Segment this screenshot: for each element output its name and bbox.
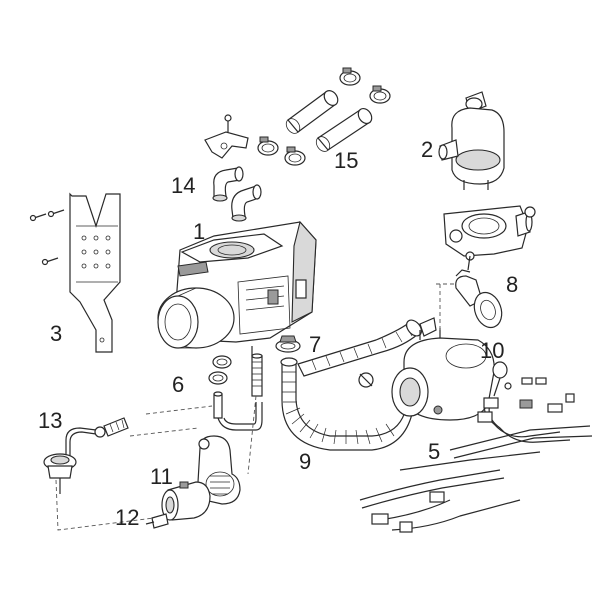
fuel-standpipe bbox=[43, 417, 129, 494]
flexible-exhaust-hose bbox=[280, 317, 437, 451]
coolant-pipe-assembly bbox=[208, 346, 263, 431]
callout-1: 1 bbox=[193, 219, 206, 244]
combustion-air-blower bbox=[391, 328, 495, 421]
exhaust-flange-elbow bbox=[455, 269, 503, 329]
callout-9: 9 bbox=[299, 449, 312, 474]
water-pump bbox=[438, 91, 505, 190]
water-pump-holder bbox=[443, 205, 536, 271]
exhaust-clamp bbox=[275, 335, 374, 388]
callout-12: 12 bbox=[115, 505, 140, 530]
wiring-harness bbox=[359, 361, 593, 533]
callout-11: 11 bbox=[150, 464, 173, 489]
callout-10: 10 bbox=[480, 338, 505, 363]
hose-clamps-and-hoses bbox=[257, 67, 391, 166]
callout-3: 3 bbox=[50, 321, 63, 346]
callout-5: 5 bbox=[428, 439, 441, 464]
elbow-pipes-and-bracket bbox=[204, 114, 262, 222]
callout-2: 2 bbox=[421, 137, 434, 162]
callout-6: 6 bbox=[172, 372, 185, 397]
callout-15: 15 bbox=[334, 148, 359, 173]
callout-13: 13 bbox=[38, 408, 63, 433]
mounting-screws bbox=[29, 209, 65, 266]
callout-8: 8 bbox=[506, 272, 519, 297]
mounting-bracket bbox=[69, 192, 121, 353]
assembly-guide-lines bbox=[55, 283, 456, 531]
callout-14: 14 bbox=[171, 173, 196, 198]
callout-7: 7 bbox=[309, 332, 322, 357]
heater-unit bbox=[157, 220, 317, 349]
fuel-dosing-pump bbox=[145, 481, 211, 529]
